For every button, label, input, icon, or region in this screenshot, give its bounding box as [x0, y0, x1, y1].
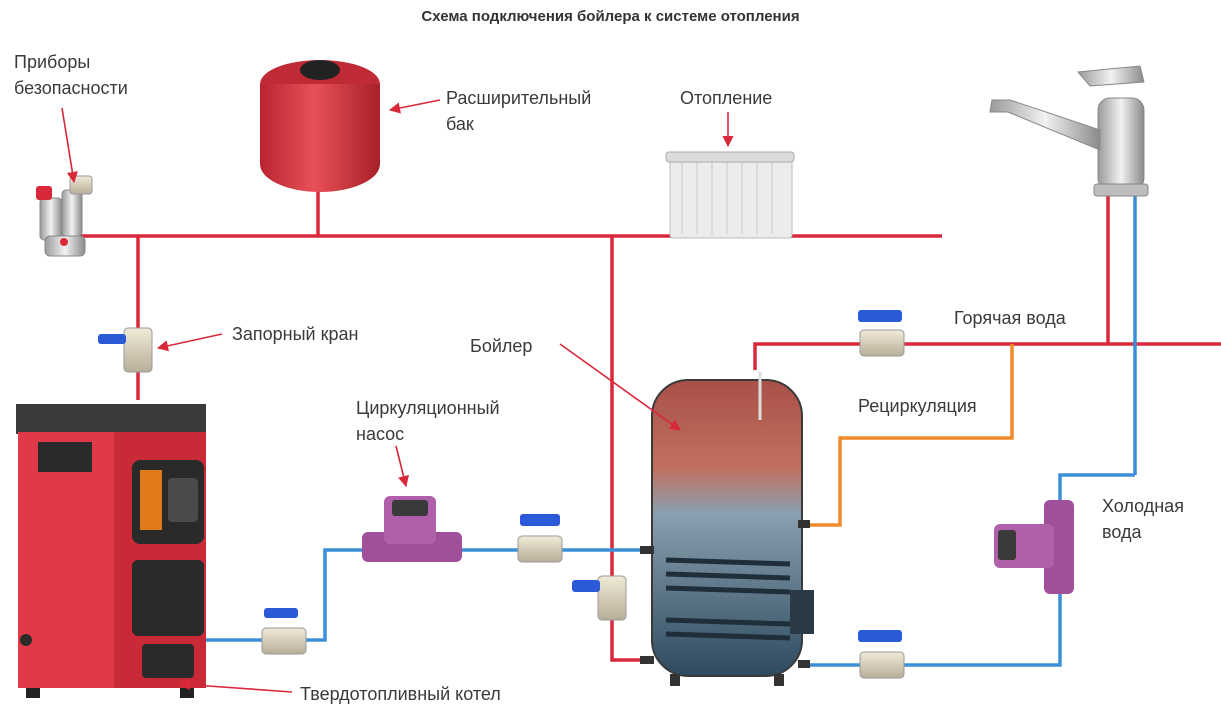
hot-pipes — [65, 190, 1221, 662]
valve-return — [261, 608, 307, 655]
label-heating: Отопление — [680, 88, 773, 108]
shutoff-valve-1 — [98, 327, 153, 373]
return-pipe — [205, 548, 650, 642]
arrow-shutoff — [156, 333, 223, 352]
arrow-tank — [388, 99, 441, 114]
faucet — [989, 65, 1149, 197]
valve-coil — [572, 575, 627, 621]
hot-water-pipe — [753, 342, 1221, 370]
radiator — [665, 151, 795, 239]
label-safety-line1: Приборы — [14, 52, 91, 72]
label-tank-line1: Расширительный — [446, 88, 592, 108]
expansion-tank — [260, 60, 380, 192]
valve-pump-out — [517, 514, 563, 563]
label-cold-line2: вода — [1102, 522, 1142, 542]
label-boiler: Бойлер — [470, 336, 533, 356]
cold-water-pipe — [800, 473, 1135, 667]
label-furnace: Твердотопливный котел — [300, 684, 501, 704]
arrow-pump — [395, 445, 409, 488]
label-pump-line1: Циркуляционный — [356, 398, 500, 418]
valve-hot — [858, 310, 905, 357]
valve-cold — [858, 630, 905, 679]
label-safety-line2: безопасности — [14, 78, 128, 98]
circulation-pump — [362, 496, 462, 562]
arrow-furnace — [178, 679, 293, 693]
recirc-pump — [994, 500, 1074, 594]
label-recirculation: Рециркуляция — [858, 396, 977, 416]
recirc-pipe — [800, 344, 1014, 527]
safety-devices — [36, 175, 93, 257]
solid-fuel-furnace — [16, 404, 206, 698]
boiler-tank — [640, 372, 814, 686]
label-tank-line2: бак — [446, 114, 474, 134]
label-cold-line1: Холодная — [1102, 496, 1184, 516]
coil-supply-pipe — [610, 236, 650, 662]
diagram-title: Схема подключения бойлера к системе отоп… — [421, 8, 800, 25]
label-pump-line2: насос — [356, 424, 405, 444]
arrow-safety — [61, 107, 78, 184]
label-shutoff-valve: Запорный кран — [232, 324, 359, 344]
arrow-boiler — [559, 343, 681, 431]
label-hot-water: Горячая вода — [954, 308, 1066, 328]
